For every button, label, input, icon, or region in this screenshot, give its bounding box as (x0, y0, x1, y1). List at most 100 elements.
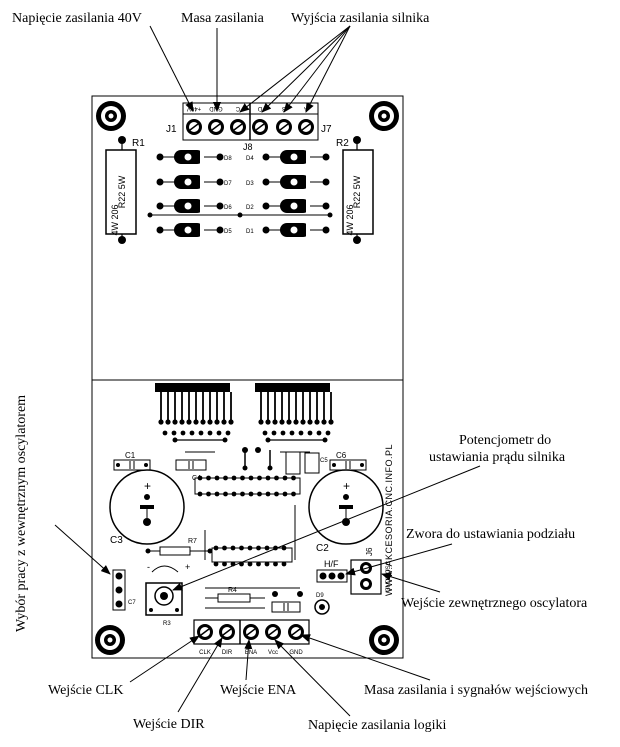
r1-body-text-b: 4W 206 (110, 204, 120, 235)
hf-jumper: H/F (316, 559, 348, 583)
bottom-terminal-block: CLK DIR ENA Vcc GND (193, 619, 310, 656)
top-terminal-screw (276, 119, 292, 135)
j7-label: J7 (321, 124, 332, 135)
leader-arrows (54, 25, 481, 717)
bottom-terminal-label: GND (289, 650, 303, 656)
resistor-r4: R4 (205, 587, 265, 603)
callout-dir-input: Wejście DIR (133, 717, 205, 732)
c2-plus-sign: + (343, 479, 350, 493)
diode-label: D8 (224, 156, 232, 162)
electrolytic-capacitor-c3: + C3 (109, 469, 185, 546)
bottom-terminal-label: CLK (199, 650, 211, 656)
c3-label: C3 (110, 535, 123, 546)
c3-plus-sign: + (144, 479, 151, 493)
bottom-terminal-screw (288, 624, 304, 640)
top-terminal-screw (208, 119, 224, 135)
resistor-r2: R2 R22 5W 4W 206 (336, 136, 374, 244)
top-terminal-label: D (257, 105, 262, 111)
dip-ic-lower (211, 545, 293, 567)
diode: D2 (246, 199, 330, 213)
arrow-dir (177, 637, 223, 713)
capacitor-c5: C5 (304, 452, 328, 474)
r3-label: R3 (163, 621, 171, 627)
r2-body-text-b: 4W 206 (345, 204, 355, 235)
resistor-r7: R7 (145, 538, 213, 556)
bottom-terminal-screw (197, 624, 213, 640)
pot-plus-sign: + (185, 562, 190, 572)
bottom-terminal-screw (265, 624, 281, 640)
diode-label: D7 (224, 181, 232, 187)
j6-label: J6 (365, 547, 374, 556)
j6-gnd-label: GND (386, 578, 392, 592)
callout-potentiometer-line1: Potencjometr do (459, 433, 551, 448)
arrow-osc-mode (54, 524, 111, 575)
driver-ic-left (155, 383, 234, 436)
r1-label: R1 (132, 138, 145, 149)
diode-label: D5 (224, 229, 232, 235)
diode: D6 (156, 199, 232, 213)
driver-ic-right (255, 383, 334, 436)
j8-label: J8 (243, 142, 253, 152)
c7-label: C7 (128, 600, 136, 606)
bottom-terminal-label: ENA (245, 650, 257, 656)
r1-body-text-a: R22 5W (117, 175, 127, 208)
arrow-supply-voltage (149, 25, 194, 112)
top-terminal-screw (186, 119, 202, 135)
callout-potentiometer-line2: ustawiania prądu silnika (429, 450, 566, 465)
top-terminal-label: +40V (187, 105, 201, 111)
top-terminal-label: C (235, 105, 240, 111)
callout-osc-mode: Wybór pracy z wewnętrznym oscylatorem (14, 395, 29, 632)
hf-label: H/F (324, 559, 339, 569)
electrolytic-capacitor-c2: + C2 (308, 469, 384, 554)
arrow-motor-out-a (239, 25, 351, 113)
bottom-terminal-label: DIR (222, 650, 233, 656)
arrow-ground-signals (300, 634, 431, 681)
osc-mode-jumper: C7 (112, 569, 136, 611)
arrow-ext-osc (381, 572, 441, 593)
board-watermark: WWW.AKCESORIA.CNC.INFO.PL (384, 444, 394, 596)
diode: D8 (156, 150, 232, 164)
top-terminal-screw (298, 119, 314, 135)
r2-label: R2 (336, 138, 349, 149)
diode-label: D1 (246, 229, 254, 235)
arrow-motor-out-b (261, 25, 351, 113)
arrow-ena (244, 639, 253, 681)
diode: D7 (156, 175, 232, 189)
mounting-hole-top-right (369, 101, 399, 131)
j6-terminal: J6 GND OSC (350, 547, 392, 595)
c5-label: C5 (320, 458, 328, 464)
capacitor-c1: C1 (113, 451, 151, 471)
d9-label: D9 (316, 593, 324, 599)
callout-logic-supply: Napięcie zasilania logiki (308, 718, 446, 733)
callout-motor-outputs: Wyjścia zasilania silnika (291, 11, 430, 26)
callout-ext-osc-input: Wejście zewnętrznego oscylatora (401, 596, 588, 611)
callout-jumper: Zwora do ustawiania podziału (406, 527, 575, 542)
ic-traces (172, 437, 328, 475)
j1-label: J1 (166, 124, 177, 135)
callout-ground-signals: Masa zasilania i sygnałów wejściowych (364, 683, 588, 698)
c1-label: C1 (125, 451, 136, 460)
diode-label: D2 (246, 205, 254, 211)
diode-label: D4 (246, 156, 254, 162)
arrow-motor-out-d (305, 25, 351, 113)
arrow-jumper (345, 543, 453, 576)
diode: D1 (246, 223, 330, 237)
top-terminal-screw (230, 119, 246, 135)
dip-ic-upper (194, 475, 301, 497)
bottom-terminal-screw (243, 624, 259, 640)
mounting-hole-top-left (96, 101, 126, 131)
lower-traces (205, 587, 303, 613)
arrow-logic-supply (274, 639, 351, 717)
j6-osc-label: OSC (386, 560, 392, 574)
r7-label: R7 (188, 538, 197, 545)
diode-label: D6 (224, 205, 232, 211)
bottom-terminal-label: Vcc (268, 650, 278, 656)
diode-label: D3 (246, 181, 254, 187)
callout-supply-voltage: Napięcie zasilania 40V (12, 11, 142, 26)
mounting-holes (95, 101, 399, 655)
diode: D5 (156, 223, 232, 237)
top-terminal-screw (252, 119, 268, 135)
callout-power-ground: Masa zasilania (181, 11, 265, 26)
